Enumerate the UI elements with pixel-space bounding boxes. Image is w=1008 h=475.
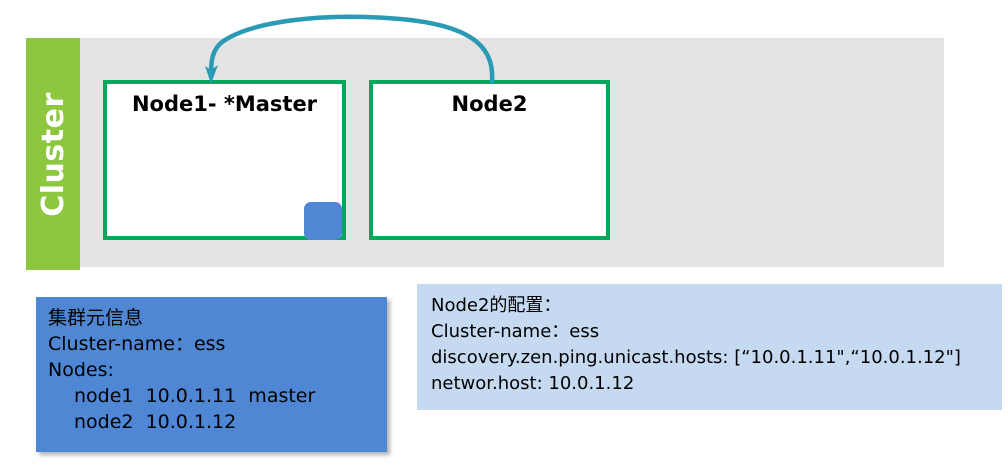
node2-config-line-3: networ.host: 10.0.1.12: [431, 373, 635, 394]
node-box-node2[interactable]: Node2: [369, 80, 610, 240]
cluster-meta-line-0: 集群元信息: [48, 307, 144, 329]
node2-config-line-0: Node2的配置：: [431, 295, 562, 316]
cluster-meta-line-2: Nodes:: [48, 359, 114, 381]
cluster-sidebar: Cluster: [26, 38, 80, 270]
node2-config-line-1: Cluster-name：ess: [431, 321, 600, 342]
node-box-node1[interactable]: Node1- *Master: [103, 80, 346, 240]
node2-title: Node2: [451, 92, 528, 116]
cluster-meta-node-row-1: node2 10.0.1.12: [74, 411, 237, 433]
node2-config-line-2: discovery.zen.ping.unicast.hosts: [“10.0…: [431, 347, 961, 368]
cluster-meta-box: 集群元信息 Cluster-name：ess Nodes: node1 10.0…: [36, 297, 387, 452]
cluster-meta-node-row-0: node1 10.0.1.11 master: [74, 385, 316, 407]
node1-shard-square[interactable]: [304, 202, 342, 240]
cluster-meta-line-1: Cluster-name：ess: [48, 333, 226, 355]
cluster-sidebar-label: Cluster: [35, 91, 71, 217]
node1-title: Node1- *Master: [131, 92, 318, 116]
node2-config-box: Node2的配置： Cluster-name：ess discovery.zen…: [417, 284, 1002, 410]
